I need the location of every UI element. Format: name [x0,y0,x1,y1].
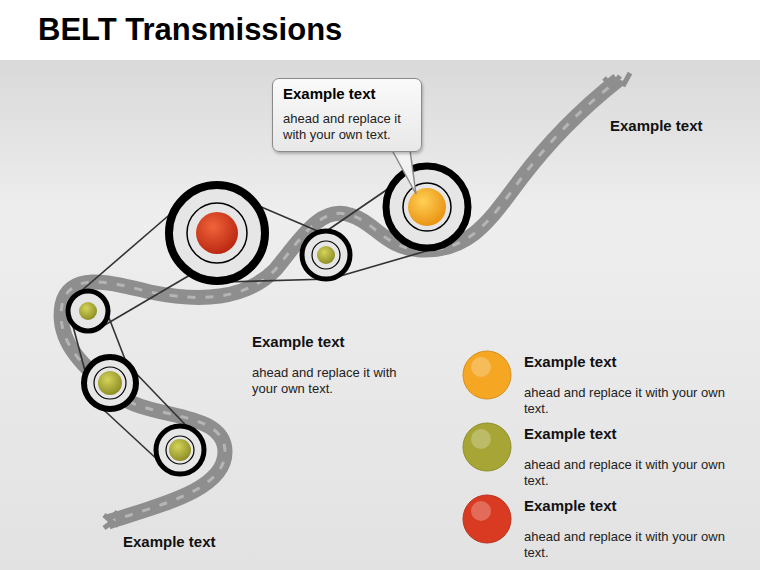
callout-body: ahead and replace it with your own text. [283,111,413,143]
side-label: Example text [610,117,750,135]
legend-body: ahead and replace it with your own text. [524,385,749,417]
swatch-highlight [471,357,491,377]
legend-heading: Example text [524,497,617,515]
callout-tail [392,150,416,194]
title: BELT Transmissions [38,12,342,48]
pulleys [68,166,468,474]
text-body: ahead and replace it with your own text. [252,365,402,397]
header-band [0,0,760,60]
legend-swatch [463,423,511,471]
side-label: Example text [123,533,283,551]
legend-body: ahead and replace it with your own text. [524,457,749,489]
background [0,60,760,570]
legend-body: ahead and replace it with your own text. [524,529,749,561]
legend-heading: Example text [524,425,617,443]
text-heading: Example text [252,333,422,351]
legend-swatch [463,495,511,543]
legend-swatch [463,351,511,399]
callout-bubble: Example text ahead and replace it with yo… [272,78,422,152]
swatch-highlight [471,501,491,521]
legend-heading: Example text [524,353,617,371]
callout-heading: Example text [283,85,413,103]
swatch-highlight [471,429,491,449]
